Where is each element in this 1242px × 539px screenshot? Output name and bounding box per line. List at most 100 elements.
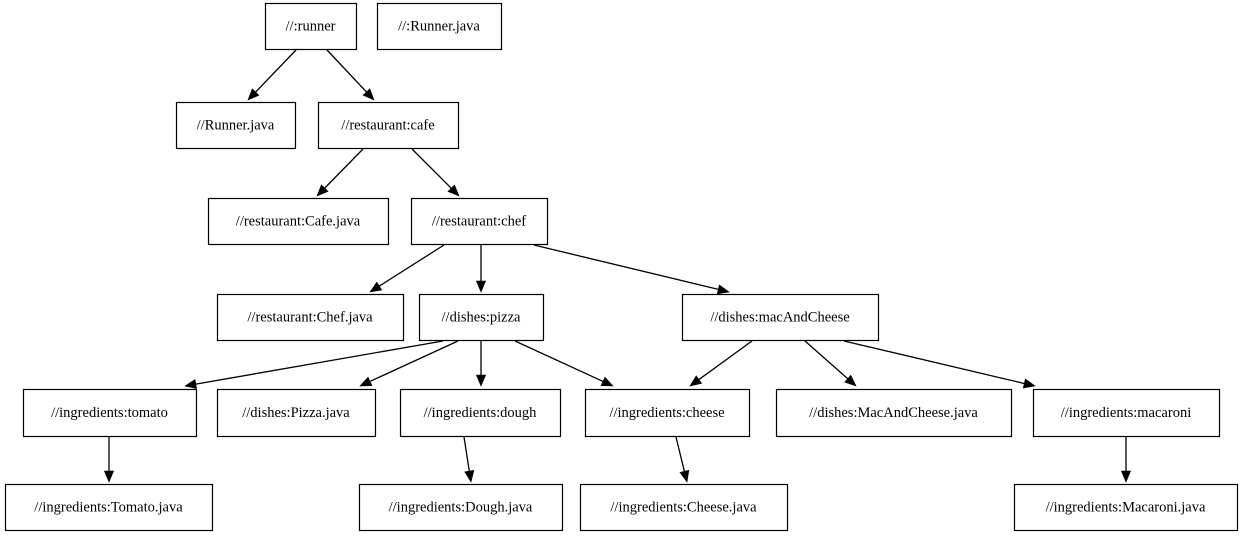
graph-node-runner[interactable]: //:runner (264, 2, 358, 51)
arrowhead-icon (844, 374, 857, 387)
arrowhead-icon (689, 375, 703, 387)
node-label: //dishes:pizza (442, 309, 521, 325)
node-box[interactable] (22, 388, 198, 438)
edge-dishes_pizza-to-ing_dough (475, 341, 487, 387)
node-box[interactable] (317, 101, 460, 150)
node-label: //ingredients:Dough.java (389, 499, 533, 515)
arrowhead-icon (103, 470, 115, 483)
edge-dishes_pizza-to-ing_cheese (514, 340, 614, 387)
node-label: //ingredients:tomato (51, 405, 168, 421)
arrowhead-icon (247, 88, 260, 101)
edge-line (255, 49, 297, 93)
graph-node-restaurant_cafe[interactable]: //restaurant:cafe (317, 101, 460, 150)
edge-dishes_pizza-to-pizza_java (359, 340, 459, 387)
edge-runner-to-runner_java (247, 49, 297, 101)
graph-node-ing_cheese[interactable]: //ingredients:cheese (584, 388, 751, 438)
node-box[interactable] (1032, 388, 1221, 438)
graph-node-tomato_java[interactable]: //ingredients:Tomato.java (4, 483, 214, 532)
node-box[interactable] (775, 388, 1013, 438)
arrowhead-icon (716, 284, 730, 295)
node-box[interactable] (1013, 483, 1239, 532)
edge-line (804, 340, 849, 380)
graph-node-ing_tomato[interactable]: //ingredients:tomato (22, 388, 198, 438)
node-box[interactable] (207, 197, 390, 246)
graph-node-mac_java[interactable]: //dishes:MacAndCheese.java (775, 388, 1013, 438)
edge-line (698, 340, 753, 381)
edge-line (514, 340, 604, 383)
node-label: //:runner (286, 18, 336, 34)
graph-node-chef_java[interactable]: //restaurant:Chef.java (216, 293, 405, 342)
arrowhead-icon (679, 469, 690, 483)
graph-node-cheese_java[interactable]: //ingredients:Cheese.java (579, 483, 789, 532)
node-box[interactable] (376, 2, 503, 51)
graph-node-dishes_mac[interactable]: //dishes:macAndCheese (681, 293, 880, 342)
node-label: //:Runner.java (398, 18, 480, 34)
edge-line (463, 436, 470, 472)
edge-restaurant_chef-to-dishes_mac (533, 244, 730, 295)
edge-restaurant_chef-to-dishes_pizza (475, 245, 487, 293)
edge-ing_tomato-to-tomato_java (103, 437, 115, 483)
arrowhead-icon (184, 379, 197, 390)
arrowhead-icon (475, 374, 487, 387)
edge-restaurant_cafe-to-cafe_java (316, 148, 364, 197)
edge-line (195, 340, 444, 385)
node-box[interactable] (399, 388, 562, 438)
node-box[interactable] (358, 483, 564, 532)
node-label: //restaurant:Chef.java (247, 309, 373, 325)
node-box[interactable] (584, 388, 751, 438)
arrowhead-icon (475, 280, 487, 293)
edge-line (533, 244, 719, 291)
arrowhead-icon (1022, 378, 1036, 389)
arrowhead-icon (362, 88, 375, 101)
graph-node-ing_dough[interactable]: //ingredients:dough (399, 388, 562, 438)
edge-ing_cheese-to-cheese_java (675, 436, 690, 483)
edge-dishes_mac-to-ing_cheese (689, 340, 753, 387)
node-label: //restaurant:chef (432, 213, 526, 229)
node-box[interactable] (681, 293, 880, 342)
edge-runner-to-restaurant_cafe (326, 49, 375, 101)
arrowhead-icon (600, 376, 614, 387)
node-box[interactable] (410, 197, 549, 246)
graph-node-runner_java_root[interactable]: //:Runner.java (376, 2, 503, 51)
edge-restaurant_chef-to-chef_java (369, 244, 445, 293)
node-label: //Runner.java (197, 117, 275, 133)
node-box[interactable] (216, 293, 405, 342)
graph-node-runner_java[interactable]: //Runner.java (175, 101, 297, 150)
arrowhead-icon (359, 376, 373, 387)
node-box[interactable] (4, 483, 214, 532)
node-label: //ingredients:Tomato.java (34, 499, 183, 515)
edge-ing_macaroni-to-macaroni_java (1120, 437, 1132, 483)
edge-line (324, 148, 364, 189)
nodes-layer: //:runner //:Runner.java //Runner.java //re… (4, 2, 1239, 532)
node-label: //ingredients:Macaroni.java (1046, 499, 1206, 515)
graph-node-cafe_java[interactable]: //restaurant:Cafe.java (207, 197, 390, 246)
graph-node-macaroni_java[interactable]: //ingredients:Macaroni.java (1013, 483, 1239, 532)
node-label: //ingredients:cheese (609, 405, 724, 421)
node-label: //dishes:Pizza.java (242, 405, 350, 421)
edge-line (411, 148, 452, 189)
edge-line (843, 340, 1025, 385)
node-label: //ingredients:macaroni (1061, 405, 1191, 421)
graph-node-pizza_java[interactable]: //dishes:Pizza.java (216, 388, 377, 438)
node-label: //ingredients:Cheese.java (610, 499, 757, 515)
arrowhead-icon (464, 470, 475, 483)
node-box[interactable] (579, 483, 789, 532)
edge-dishes_mac-to-ing_macaroni (843, 340, 1036, 389)
node-label: //restaurant:Cafe.java (236, 213, 361, 229)
graph-node-dishes_pizza[interactable]: //dishes:pizza (418, 293, 545, 342)
graph-node-ing_macaroni[interactable]: //ingredients:macaroni (1032, 388, 1221, 438)
arrowhead-icon (316, 184, 329, 197)
graph-node-dough_java[interactable]: //ingredients:Dough.java (358, 483, 564, 532)
node-box[interactable] (418, 293, 545, 342)
node-box[interactable] (264, 2, 358, 51)
edge-line (378, 244, 445, 287)
arrowhead-icon (1120, 470, 1132, 483)
graph-node-restaurant_chef[interactable]: //restaurant:chef (410, 197, 549, 246)
node-box[interactable] (175, 101, 297, 150)
arrowhead-icon (369, 281, 383, 293)
edge-line (326, 49, 367, 93)
edge-restaurant_cafe-to-restaurant_chef (411, 148, 460, 197)
node-box[interactable] (216, 388, 377, 438)
